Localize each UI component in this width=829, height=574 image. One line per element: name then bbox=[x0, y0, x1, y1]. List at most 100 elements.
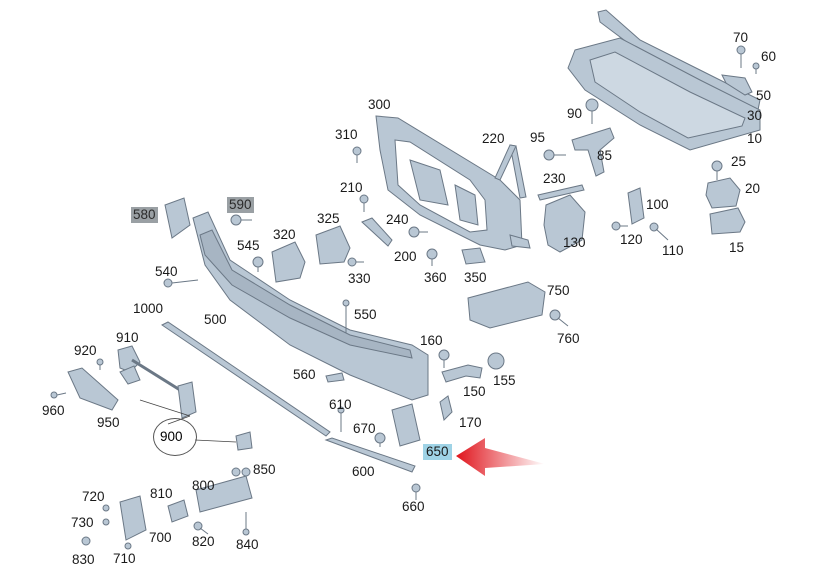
rod-910 bbox=[131, 358, 181, 392]
label-600: 600 bbox=[352, 464, 375, 479]
label-100: 100 bbox=[646, 197, 669, 212]
label-850: 850 bbox=[253, 462, 276, 477]
label-350: 350 bbox=[464, 270, 487, 285]
bolt-310 bbox=[352, 146, 362, 163]
bolt-840 bbox=[242, 512, 250, 536]
bolt-960 bbox=[50, 391, 67, 399]
bracket-750 bbox=[467, 281, 546, 329]
bolt-920 bbox=[96, 358, 104, 370]
cross-member-assembly bbox=[567, 9, 761, 151]
bolt-590 bbox=[230, 214, 252, 226]
cap-155 bbox=[487, 352, 505, 370]
bolt-850 bbox=[231, 467, 251, 477]
label-110: 110 bbox=[662, 243, 684, 258]
bracket-810 bbox=[167, 499, 189, 523]
label-330: 330 bbox=[348, 271, 371, 286]
bracket-325 bbox=[315, 225, 351, 265]
label-730: 730 bbox=[71, 515, 94, 530]
label-830: 830 bbox=[72, 552, 95, 567]
label-170: 170 bbox=[459, 415, 482, 430]
bracket-910 bbox=[117, 345, 141, 373]
label-230: 230 bbox=[543, 171, 566, 186]
label-950: 950 bbox=[97, 415, 120, 430]
label-500: 500 bbox=[204, 312, 227, 327]
label-25: 25 bbox=[731, 154, 747, 169]
bolt-70 bbox=[736, 45, 746, 68]
bracket-350 bbox=[461, 247, 486, 265]
label-30: 30 bbox=[747, 108, 763, 123]
label-60: 60 bbox=[761, 49, 777, 64]
label-750: 750 bbox=[547, 283, 570, 298]
bolt-60 bbox=[752, 62, 760, 74]
bolt-660 bbox=[411, 483, 421, 500]
label-360: 360 bbox=[424, 270, 447, 285]
label-310: 310 bbox=[335, 127, 358, 142]
bolt-110 bbox=[649, 222, 669, 241]
bar-230 bbox=[537, 184, 585, 201]
arrow-indicator bbox=[456, 438, 545, 476]
bolt-550 bbox=[342, 299, 350, 333]
label-130: 130 bbox=[563, 235, 586, 250]
label-710: 710 bbox=[113, 551, 136, 566]
bolt-210 bbox=[359, 194, 369, 212]
label-560: 560 bbox=[293, 367, 316, 382]
label-670: 670 bbox=[353, 421, 376, 436]
panel-130 bbox=[543, 194, 586, 253]
bolt-240 bbox=[408, 226, 428, 238]
bracket-85 bbox=[571, 127, 615, 177]
bolt-760 bbox=[549, 309, 569, 327]
label-150: 150 bbox=[463, 384, 486, 399]
label-155: 155 bbox=[493, 373, 516, 388]
pad-1000 bbox=[161, 321, 331, 437]
bracket-900a bbox=[177, 381, 197, 419]
label-900: 900 bbox=[160, 429, 183, 444]
label-120: 120 bbox=[620, 232, 643, 247]
bracket-910b bbox=[119, 365, 141, 385]
bumper-beam bbox=[192, 211, 429, 401]
label-160: 160 bbox=[420, 333, 443, 348]
bolt-95 bbox=[543, 149, 566, 161]
label-50: 50 bbox=[756, 88, 772, 103]
label-910: 910 bbox=[116, 330, 139, 345]
label-325: 325 bbox=[317, 211, 340, 226]
bolt-830 bbox=[81, 536, 91, 546]
bracket-950 bbox=[67, 367, 119, 411]
label-760: 760 bbox=[557, 331, 580, 346]
bolt-710 bbox=[124, 542, 132, 550]
label-720: 720 bbox=[82, 489, 105, 504]
label-650: 650 bbox=[423, 444, 452, 460]
label-220: 220 bbox=[482, 131, 505, 146]
bolt-720 bbox=[102, 504, 110, 512]
radiator-support-frame bbox=[375, 115, 531, 251]
bolt-545 bbox=[252, 256, 264, 272]
bracket-150 bbox=[441, 364, 483, 383]
bolt-330 bbox=[347, 257, 364, 267]
label-660: 660 bbox=[402, 499, 425, 514]
bolt-670 bbox=[374, 432, 386, 447]
label-90: 90 bbox=[567, 106, 583, 121]
label-820: 820 bbox=[192, 534, 215, 549]
bolt-25 bbox=[711, 160, 723, 180]
bracket-170 bbox=[439, 395, 453, 421]
label-540: 540 bbox=[155, 264, 178, 279]
bracket-100 bbox=[627, 187, 645, 225]
label-20: 20 bbox=[745, 181, 761, 196]
label-580: 580 bbox=[131, 207, 158, 223]
bracket-700 bbox=[119, 495, 147, 541]
label-800: 800 bbox=[192, 478, 215, 493]
bracket-320 bbox=[271, 241, 306, 283]
bracket-50 bbox=[721, 74, 753, 96]
bracket-800 bbox=[195, 475, 253, 513]
label-200: 200 bbox=[394, 249, 417, 264]
label-545: 545 bbox=[237, 238, 260, 253]
bracket-650 bbox=[391, 403, 421, 447]
bolt-540 bbox=[163, 278, 199, 288]
strut-220b bbox=[494, 144, 517, 181]
label-10: 10 bbox=[747, 131, 763, 146]
label-320: 320 bbox=[273, 227, 296, 242]
bolt-610 bbox=[337, 406, 345, 432]
bolt-360 bbox=[426, 248, 438, 266]
label-95: 95 bbox=[530, 130, 546, 145]
label-960: 960 bbox=[42, 403, 65, 418]
